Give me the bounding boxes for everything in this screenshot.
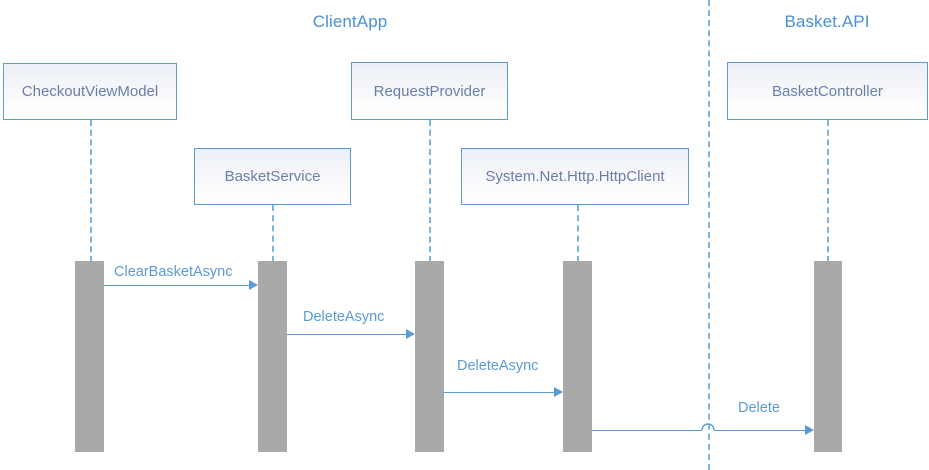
message-arrowhead-deleteasync-2 <box>554 387 563 397</box>
message-line-deleteasync-1 <box>287 334 406 335</box>
message-arrowhead-clearbasketasync <box>249 280 258 290</box>
message-label-deleteasync-1: DeleteAsync <box>303 309 385 325</box>
participant-label: CheckoutViewModel <box>21 83 159 100</box>
participant-label: BasketController <box>772 82 883 100</box>
activation-requestprovider <box>415 261 444 452</box>
activation-httpclient <box>563 261 592 452</box>
participant-label: RequestProvider <box>373 82 486 100</box>
participant-requestprovider[interactable]: RequestProvider <box>351 62 508 120</box>
message-hop-arc-delete <box>701 423 715 431</box>
message-label-clearbasketasync: ClearBasketAsync <box>114 264 233 280</box>
message-line-delete-segment-right <box>714 430 805 431</box>
participant-basketservice[interactable]: BasketService <box>194 148 351 205</box>
activation-basketservice <box>258 261 287 452</box>
activation-checkoutviewmodel <box>75 261 104 452</box>
lifeline-basketservice <box>272 205 274 262</box>
lifeline-basketcontroller <box>827 120 829 262</box>
message-arrowhead-delete <box>805 425 814 435</box>
message-line-delete-segment-left <box>591 430 702 431</box>
lifeline-requestprovider <box>429 120 431 262</box>
group-title-basketapi: Basket.API <box>784 12 870 31</box>
partition-divider <box>708 0 710 470</box>
message-label-delete: Delete <box>738 400 780 416</box>
lifeline-httpclient <box>577 205 579 262</box>
participant-basketcontroller[interactable]: BasketController <box>727 62 928 120</box>
message-label-deleteasync-2: DeleteAsync <box>457 358 539 374</box>
activation-basketcontroller <box>814 261 842 452</box>
lifeline-checkoutviewmodel <box>90 120 92 262</box>
participant-httpclient[interactable]: System.Net.Http.HttpClient <box>461 148 689 205</box>
participant-checkoutviewmodel[interactable]: CheckoutViewModel <box>3 63 177 120</box>
message-line-clearbasketasync <box>104 285 249 286</box>
participant-label: BasketService <box>224 168 321 185</box>
participant-label: System.Net.Http.HttpClient <box>485 168 665 185</box>
message-line-deleteasync-2 <box>443 392 554 393</box>
message-arrowhead-deleteasync-1 <box>406 329 415 339</box>
group-title-clientapp: ClientApp <box>312 12 388 31</box>
